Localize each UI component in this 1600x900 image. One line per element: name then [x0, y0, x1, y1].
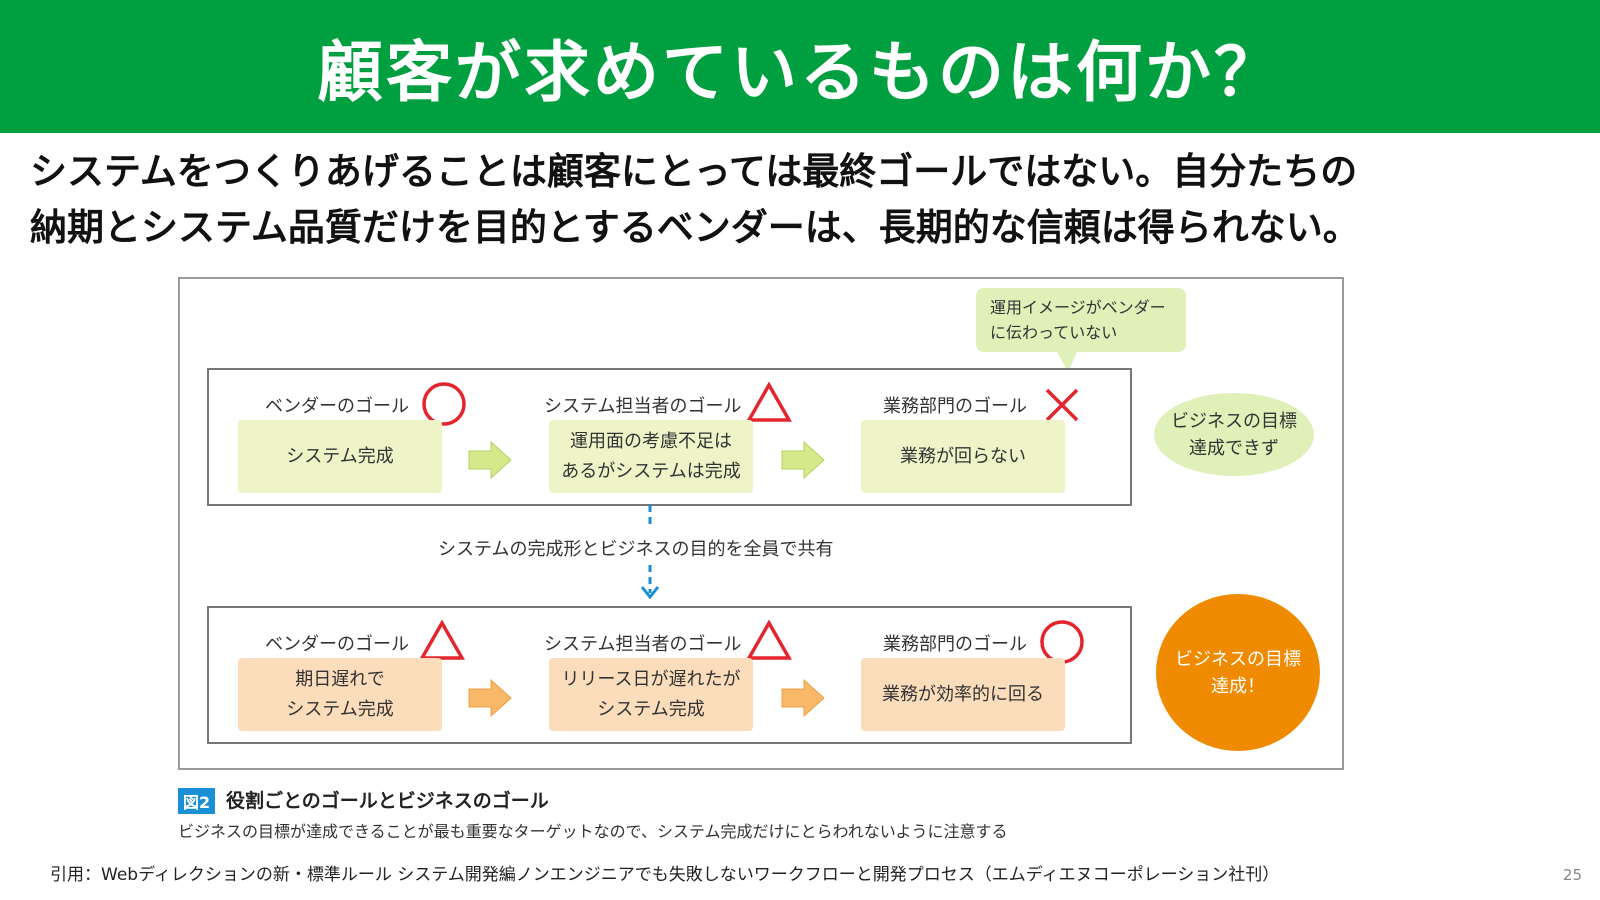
label-system-owner-goal: システム担当者のゴール [544, 396, 742, 417]
business-goal-box: 業務が効率的に回る [861, 658, 1065, 731]
label-vendor-goal: ベンダーのゴール [265, 634, 409, 655]
triangle-mark-icon [746, 382, 792, 422]
bubble-line-1: 運用イメージがベンダー [990, 298, 1166, 317]
box-text-line-2: あるがシステムは完成 [561, 460, 741, 482]
result-line-2: 達成できず [1189, 437, 1279, 459]
box-text: システム完成 [286, 445, 394, 467]
label-business-goal: 業務部門のゴール [883, 396, 1027, 417]
box-text-line-1: 期日遅れで [295, 668, 385, 690]
label-business-goal: 業務部門のゴール [883, 634, 1027, 655]
system-owner-goal-box: リリース日が遅れたが システム完成 [549, 658, 753, 731]
dashed-down-arrow-icon [640, 505, 660, 600]
business-goal-box: 業務が回らない [861, 420, 1065, 493]
box-text-line-1: リリース日が遅れたが [561, 668, 741, 690]
result-success-badge: ビジネスの目標 達成！ [1156, 594, 1320, 751]
result-line-2: 達成！ [1211, 675, 1265, 697]
arrow-right-icon [781, 440, 825, 480]
bubble-line-2: に伝わっていない [990, 323, 1118, 342]
box-text: 業務が回らない [900, 445, 1026, 467]
page-number: 25 [1562, 866, 1582, 884]
box-text: 業務が効率的に回る [882, 683, 1044, 705]
triangle-mark-icon [419, 620, 465, 660]
box-text-line-1: 運用面の考慮不足は [570, 430, 732, 452]
result-line-1: ビジネスの目標 [1175, 648, 1301, 670]
lead-text: システムをつくりあげることは顧客にとっては最終ゴールではない。自分たちの 納期と… [30, 144, 1580, 256]
figure-caption-title: 役割ごとのゴールとビジネスのゴール [226, 790, 549, 812]
share-goal-text: システムの完成形とビジネスの目的を全員で共有 [438, 539, 834, 560]
scenario-row-fail: ベンダーのゴール システム担当者のゴール 業務部門のゴール システム完成 運用面… [207, 368, 1132, 506]
scenario-row-success: ベンダーのゴール システム担当者のゴール 業務部門のゴール 期日遅れで システム… [207, 606, 1132, 744]
result-fail-badge: ビジネスの目標 達成できず [1154, 393, 1314, 476]
triangle-mark-icon [746, 620, 792, 660]
arrow-right-icon [468, 440, 512, 480]
system-owner-goal-box: 運用面の考慮不足は あるがシステムは完成 [549, 420, 753, 493]
figure-caption-description: ビジネスの目標が達成できることが最も重要なターゲットなので、システム完成だけにと… [178, 822, 1008, 841]
figure-number-tag: 図2 [178, 788, 216, 814]
lead-line-2: 納期とシステム品質だけを目的とするベンダーは、長期的な信頼は得られない。 [30, 206, 1360, 249]
vendor-goal-box: 期日遅れで システム完成 [238, 658, 442, 731]
label-vendor-goal: ベンダーのゴール [265, 396, 409, 417]
result-line-1: ビジネスの目標 [1171, 410, 1297, 432]
goal-diagram: 運用イメージがベンダー に伝わっていない ベンダーのゴール システム担当者のゴー… [178, 277, 1344, 770]
box-text-line-2: システム完成 [597, 698, 705, 720]
box-text-line-2: システム完成 [286, 698, 394, 720]
slide-title: 顧客が求めているものは何か？ [317, 33, 1283, 111]
vendor-goal-box: システム完成 [238, 420, 442, 493]
cross-mark-icon [1045, 388, 1079, 422]
title-bar: 顧客が求めているものは何か？ [0, 0, 1600, 133]
circle-mark-icon [422, 382, 466, 426]
bubble-tail [1056, 350, 1078, 372]
speech-bubble: 運用イメージがベンダー に伝わっていない [976, 288, 1186, 352]
lead-line-1: システムをつくりあげることは顧客にとっては最終ゴールではない。自分たちの [30, 150, 1358, 193]
arrow-right-icon [468, 678, 512, 718]
arrow-right-icon [781, 678, 825, 718]
label-system-owner-goal: システム担当者のゴール [544, 634, 742, 655]
citation-text: 引用：Webディレクションの新・標準ルール システム開発編ノンエンジニアでも失敗… [50, 865, 1280, 885]
